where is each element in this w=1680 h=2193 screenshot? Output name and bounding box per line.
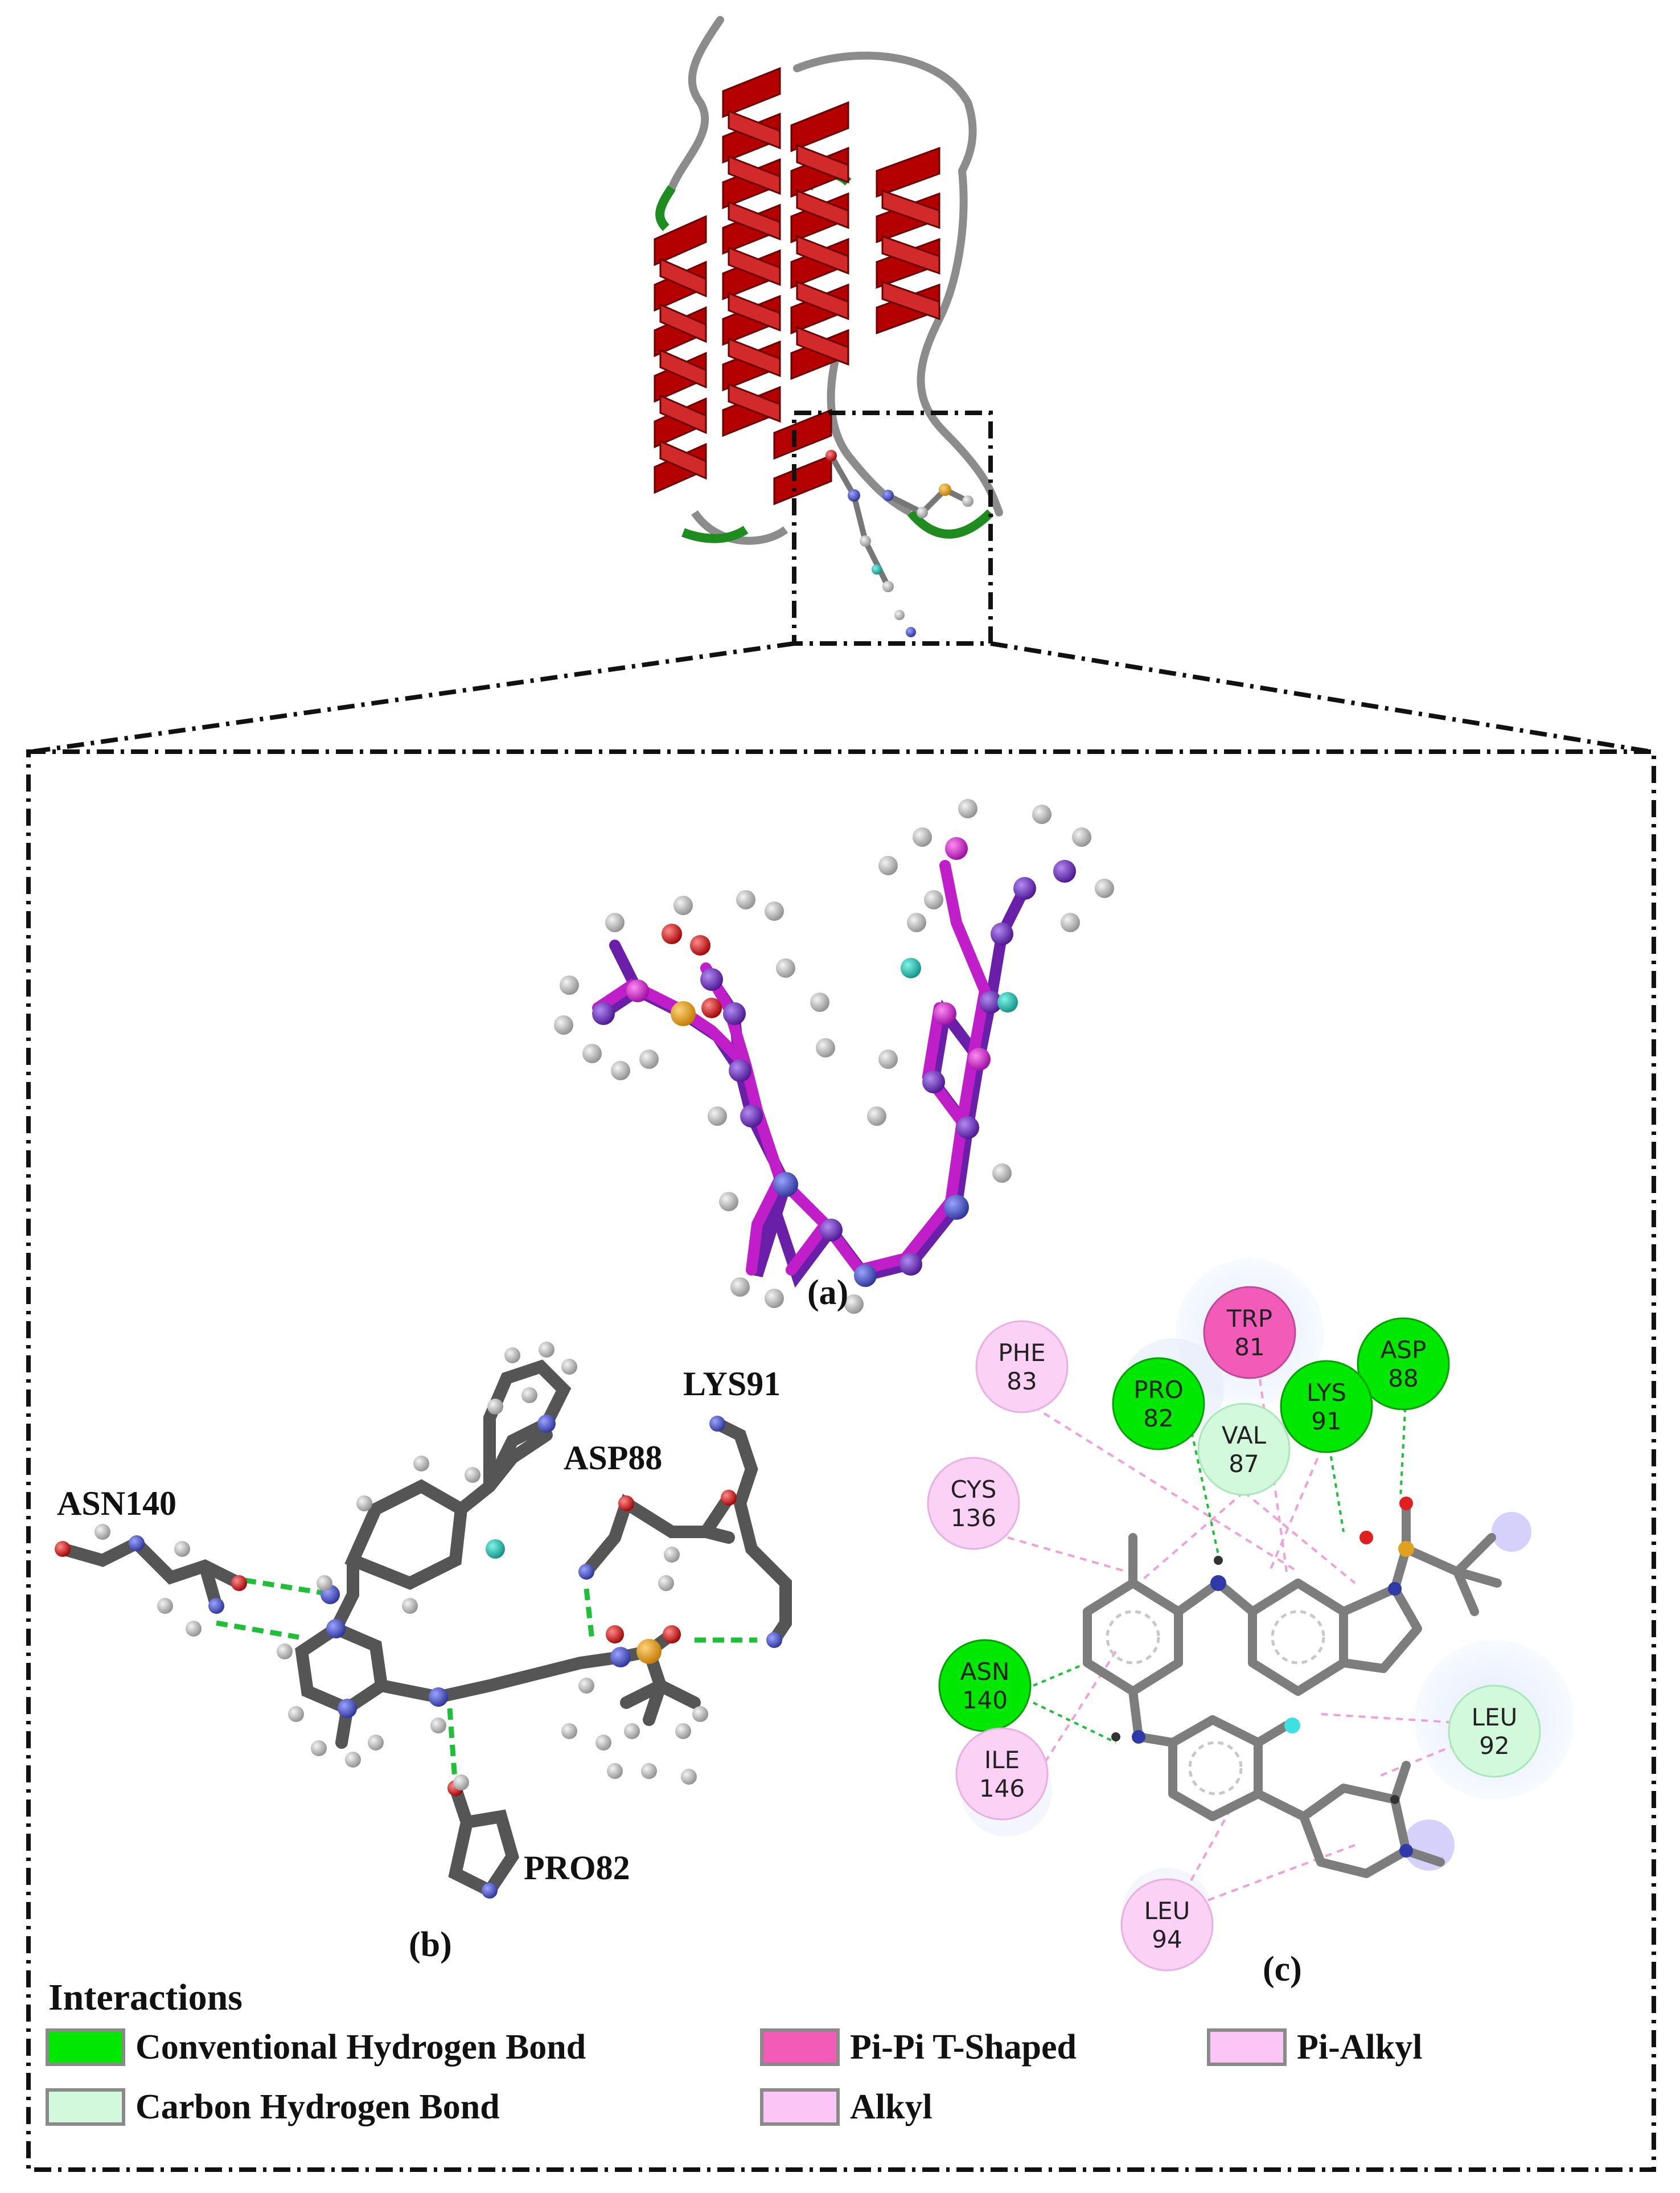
- svg-text:LYS: LYS: [1307, 1379, 1346, 1407]
- svg-text:ASN: ASN: [960, 1658, 1010, 1686]
- svg-text:LEU: LEU: [1144, 1897, 1190, 1925]
- svg-text:CYS: CYS: [951, 1475, 997, 1503]
- zoom-box: [792, 411, 993, 646]
- svg-text:87: 87: [1229, 1450, 1259, 1478]
- zoom-frame: [26, 749, 1656, 2172]
- svg-text:82: 82: [1143, 1404, 1173, 1432]
- label-asn140-3d: ASN140: [57, 1485, 176, 1522]
- residue-trp81: TRP 81: [1203, 1286, 1296, 1379]
- residue-lys91: LYS 91: [1280, 1360, 1373, 1453]
- svg-text:ILE: ILE: [984, 1746, 1020, 1774]
- legend-item-pi-alkyl: Pi-Alkyl: [1207, 2024, 1422, 2070]
- zoom-line-left: [31, 641, 795, 754]
- legend-swatch: [46, 2028, 125, 2066]
- svg-text:83: 83: [1007, 1367, 1037, 1395]
- residue-ile146: ILE 146: [955, 1727, 1049, 1821]
- svg-text:88: 88: [1388, 1364, 1418, 1392]
- residue-cys136: CYS 136: [927, 1457, 1020, 1550]
- panel-b-label: (b): [409, 1925, 452, 1964]
- panel-b-3d-interactions: [55, 1342, 792, 1899]
- legend-title: Interactions: [48, 1977, 243, 2018]
- residue-asp88: ASP 88: [1357, 1317, 1450, 1411]
- residue-asn140: ASN 140: [938, 1639, 1032, 1732]
- svg-text:140: 140: [962, 1686, 1008, 1714]
- legend-swatch: [46, 2088, 125, 2126]
- svg-text:TRP: TRP: [1226, 1305, 1272, 1333]
- svg-text:81: 81: [1234, 1333, 1264, 1361]
- legend-swatch: [760, 2028, 840, 2066]
- label-asp88-3d: ASP88: [564, 1439, 662, 1477]
- svg-text:PHE: PHE: [998, 1339, 1045, 1367]
- panel-a-superposition: [554, 799, 1114, 1314]
- legend-item-pi-pi-t-shaped: Pi-Pi T-Shaped: [760, 2024, 1077, 2070]
- legend-item-carbon-hbond: Carbon Hydrogen Bond: [46, 2084, 500, 2130]
- svg-text:LEU: LEU: [1472, 1703, 1518, 1731]
- residue-pro82: PRO 82: [1112, 1357, 1205, 1450]
- svg-text:PRO: PRO: [1133, 1376, 1184, 1404]
- legend-item-alkyl: Alkyl: [760, 2084, 933, 2130]
- panel-a-label: (a): [807, 1273, 848, 1312]
- residue-leu92: LEU 92: [1448, 1684, 1541, 1778]
- zoom-line-right: [990, 641, 1652, 754]
- residue-val87: VAL 87: [1197, 1403, 1291, 1496]
- label-pro82-3d: PRO82: [524, 1849, 630, 1887]
- svg-text:136: 136: [951, 1504, 996, 1532]
- protein-cartoon: [31, 16, 1652, 754]
- interactions-legend: Interactions Conventional Hydrogen Bond …: [46, 1976, 1640, 2175]
- legend-swatch: [760, 2088, 840, 2126]
- svg-text:92: 92: [1479, 1732, 1509, 1760]
- panel-c-label: (c): [1263, 1950, 1302, 1989]
- svg-text:91: 91: [1311, 1407, 1341, 1435]
- svg-text:146: 146: [979, 1774, 1025, 1802]
- legend-item-conventional-hbond: Conventional Hydrogen Bond: [46, 2024, 586, 2070]
- residue-leu94: LEU 94: [1120, 1878, 1214, 1971]
- svg-text:VAL: VAL: [1222, 1421, 1267, 1449]
- svg-text:94: 94: [1152, 1925, 1182, 1953]
- svg-text:ASP: ASP: [1381, 1336, 1427, 1364]
- label-lys91-3d: LYS91: [683, 1365, 781, 1403]
- residue-phe83: PHE 83: [975, 1320, 1069, 1413]
- legend-swatch: [1207, 2028, 1287, 2066]
- pocket-ligand: [825, 450, 974, 637]
